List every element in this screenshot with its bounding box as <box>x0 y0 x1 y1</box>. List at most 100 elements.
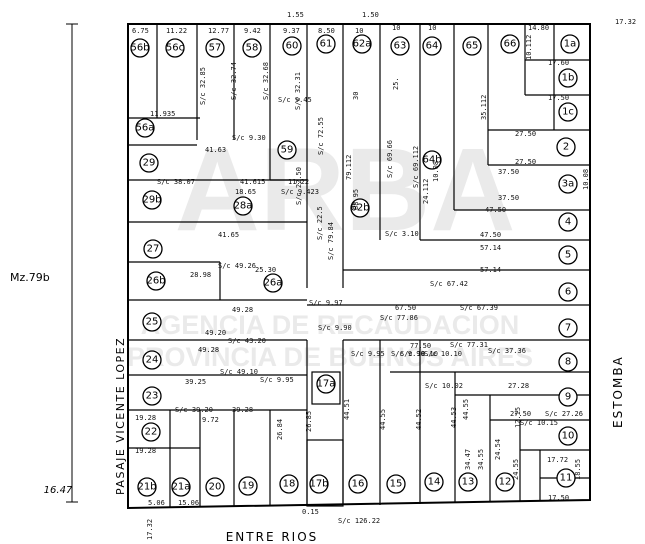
lot-27[interactable]: 27 <box>143 239 163 259</box>
lot-number: 15 <box>390 479 403 490</box>
lot-57[interactable]: 57 <box>205 38 225 58</box>
lot-3a[interactable]: 3a <box>558 174 578 194</box>
lot-number: 9 <box>565 392 571 403</box>
lot-number: 26b <box>146 276 165 287</box>
lot-63[interactable]: 63 <box>390 36 410 56</box>
dimension-label: 30 <box>352 92 360 100</box>
lot-61[interactable]: 61 <box>316 34 336 54</box>
dimension-label: 47.50 <box>485 206 506 214</box>
lot-number: 11 <box>560 473 573 484</box>
lot-circle <box>424 472 444 492</box>
lot-2[interactable]: 2 <box>556 137 576 157</box>
dimension-label: 17.72 <box>547 456 568 464</box>
lot-number: 58 <box>246 43 259 54</box>
lot-circle <box>422 36 442 56</box>
dimension-label: 15.06 <box>178 499 199 507</box>
lot-1a[interactable]: 1a <box>560 34 580 54</box>
lot-7[interactable]: 7 <box>558 318 578 338</box>
lot-number: 21b <box>137 482 156 493</box>
lot-56b[interactable]: 56b <box>130 38 150 58</box>
lot-1c[interactable]: 1c <box>558 102 578 122</box>
lot-18[interactable]: 18 <box>279 474 299 494</box>
dimension-label: S/c 37.36 <box>488 347 526 355</box>
lot-64[interactable]: 64 <box>422 36 442 56</box>
lot-14[interactable]: 14 <box>424 472 444 492</box>
lot-6[interactable]: 6 <box>558 282 578 302</box>
dimension-label: S/c 39.20 <box>175 406 213 414</box>
lot-16[interactable]: 16 <box>348 474 368 494</box>
dimension-label: 49.28 <box>198 346 219 354</box>
lot-circle <box>556 137 576 157</box>
lot-19[interactable]: 19 <box>238 476 258 496</box>
dimension-label: 41.615 <box>240 178 265 186</box>
lot-number: 16 <box>352 479 365 490</box>
lot-21a[interactable]: 21a <box>171 477 191 497</box>
lot-29b[interactable]: 29b <box>142 190 162 210</box>
lot-circle <box>205 477 225 497</box>
lot-number: 3a <box>562 179 575 190</box>
dimension-label: 88.95 <box>352 189 360 210</box>
lot-circle <box>500 34 520 54</box>
lot-17b[interactable]: 17b <box>309 474 329 494</box>
lot-62a[interactable]: 62a <box>352 34 372 54</box>
lot-26a[interactable]: 26a <box>263 273 283 293</box>
lot-60[interactable]: 60 <box>282 36 302 56</box>
lot-circle <box>350 198 370 218</box>
lot-62b[interactable]: 62b <box>350 198 370 218</box>
dimension-label: 12.77 <box>208 27 229 35</box>
lot-number: 63 <box>394 41 407 52</box>
dimension-label: 47.50 <box>480 231 501 239</box>
dim-bottom-street: S/c 126.22 <box>338 517 380 525</box>
lot-1b[interactable]: 1b <box>558 68 578 88</box>
lot-26b[interactable]: 26b <box>146 271 166 291</box>
lot-64b[interactable]: 64b <box>422 150 442 170</box>
lot-number: 8 <box>565 357 571 368</box>
dimension-label: 11.22 <box>166 27 187 35</box>
lot-circle <box>458 472 478 492</box>
lot-circle <box>386 474 406 494</box>
dimension-label: S/c 9.95 <box>351 350 385 358</box>
dimension-label: 49.20 <box>205 329 226 337</box>
dimension-label: 24.112 <box>422 179 430 204</box>
lot-20[interactable]: 20 <box>205 477 225 497</box>
lot-15[interactable]: 15 <box>386 474 406 494</box>
lot-4[interactable]: 4 <box>558 212 578 232</box>
dimension-label: 17.50 <box>548 494 569 502</box>
lot-28a[interactable]: 28a <box>233 196 253 216</box>
lot-24[interactable]: 24 <box>142 350 162 370</box>
lot-8[interactable]: 8 <box>558 352 578 372</box>
dimension-label: S/c 10.02 <box>425 382 463 390</box>
lot-22[interactable]: 22 <box>141 422 161 442</box>
dimension-label: 27.28 <box>508 382 529 390</box>
lot-23[interactable]: 23 <box>142 386 162 406</box>
lot-65[interactable]: 65 <box>462 36 482 56</box>
lot-circle <box>422 150 442 170</box>
dimension-label: 25. <box>392 77 400 90</box>
lot-13[interactable]: 13 <box>458 472 478 492</box>
lot-56a[interactable]: 56a <box>135 118 155 138</box>
lot-circle <box>558 318 578 338</box>
watermark-brand: ARBA <box>175 124 516 256</box>
lot-10[interactable]: 10 <box>558 426 578 446</box>
lot-25[interactable]: 25 <box>142 312 162 332</box>
lot-66[interactable]: 66 <box>500 34 520 54</box>
dimension-label: 10.08 <box>582 169 590 190</box>
lot-circle <box>558 387 578 407</box>
lot-circle <box>141 422 161 442</box>
lot-56c[interactable]: 56c <box>165 38 185 58</box>
dimension-label: 12.15 <box>514 407 522 428</box>
dimension-label: 44.53 <box>450 407 458 428</box>
lot-29[interactable]: 29 <box>139 153 159 173</box>
lot-17a[interactable]: 17a <box>316 374 336 394</box>
lot-12[interactable]: 12 <box>495 472 515 492</box>
lot-5[interactable]: 5 <box>558 245 578 265</box>
lot-9[interactable]: 9 <box>558 387 578 407</box>
lot-21b[interactable]: 21b <box>137 477 157 497</box>
lot-59[interactable]: 59 <box>277 140 297 160</box>
lot-11[interactable]: 11 <box>556 468 576 488</box>
dimension-label: 14.80 <box>528 24 549 32</box>
dimension-label: 37.50 <box>498 168 519 176</box>
lot-circle <box>558 212 578 232</box>
lot-58[interactable]: 58 <box>242 38 262 58</box>
